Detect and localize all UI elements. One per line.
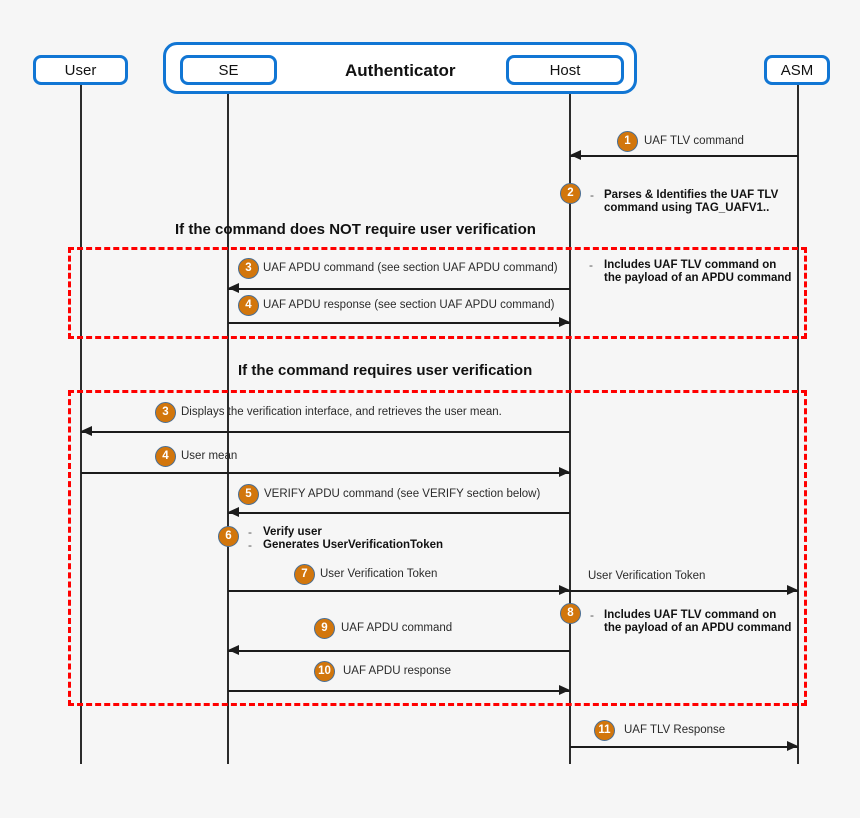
note-2-line-1: Parses & Identifies the UAF TLV xyxy=(604,189,779,201)
arrow-head-4 xyxy=(559,317,570,327)
note-dash-2: - xyxy=(590,188,594,202)
message-label-7b: User Verification Token xyxy=(588,570,706,582)
message-label-5: VERIFY APDU command (see VERIFY section … xyxy=(264,488,541,500)
message-badge-1: 1 xyxy=(617,131,638,152)
participant-asm-label: ASM xyxy=(780,61,814,79)
note-dash-no-uv: - xyxy=(589,258,593,272)
message-line-5 xyxy=(228,512,570,514)
section-header-uv: If the command requires user verificatio… xyxy=(238,362,533,379)
message-label-uv-3: Displays the verification interface, and… xyxy=(181,406,502,418)
message-line-11 xyxy=(570,746,798,748)
message-line-10 xyxy=(228,690,570,692)
message-label-1: UAF TLV command xyxy=(644,135,744,147)
note-2-line-2: command using TAG_UAFV1.. xyxy=(604,202,770,214)
participant-user[interactable]: User xyxy=(33,55,128,85)
participant-se-label: SE xyxy=(218,61,239,79)
message-badge-10: 10 xyxy=(314,661,335,682)
participant-user-label: User xyxy=(64,61,97,79)
note-8-line-2: the payload of an APDU command xyxy=(604,622,792,634)
authenticator-group-label: Authenticator xyxy=(345,61,456,80)
message-line-7b xyxy=(570,590,798,592)
arrow-head-11 xyxy=(787,741,798,751)
note-6-line-1: Verify user xyxy=(263,526,322,538)
arrow-head-10 xyxy=(559,685,570,695)
arrow-head-uv-4 xyxy=(559,467,570,477)
message-label-10: UAF APDU response xyxy=(343,665,452,677)
lifeline-user xyxy=(80,84,82,764)
note-dash-6a: - xyxy=(248,525,252,539)
message-line-uv-4 xyxy=(81,472,570,474)
participant-host[interactable]: Host xyxy=(506,55,624,85)
lifeline-asm xyxy=(797,84,799,764)
lifeline-host xyxy=(569,84,571,764)
arrow-head-5 xyxy=(228,507,239,517)
note-badge-6: 6 xyxy=(218,526,239,547)
participant-host-label: Host xyxy=(549,61,581,79)
note-no-uv-line-2: the payload of an APDU command xyxy=(604,272,792,284)
message-badge-11: 11 xyxy=(594,720,615,741)
message-badge-uv-3: 3 xyxy=(155,402,176,423)
message-label-11: UAF TLV Response xyxy=(624,724,726,736)
arrow-head-7 xyxy=(559,585,570,595)
arrow-head-7b xyxy=(787,585,798,595)
fragment-no-user-verification xyxy=(68,247,807,339)
message-line-1 xyxy=(570,155,798,157)
fragment-user-verification xyxy=(68,390,807,706)
participant-asm[interactable]: ASM xyxy=(764,55,830,85)
message-line-3 xyxy=(228,288,570,290)
message-badge-5: 5 xyxy=(238,484,259,505)
note-badge-2: 2 xyxy=(560,183,581,204)
message-badge-3: 3 xyxy=(238,258,259,279)
message-badge-7: 7 xyxy=(294,564,315,585)
section-header-no-uv: If the command does NOT require user ver… xyxy=(175,221,536,238)
message-label-4: UAF APDU response (see section UAF APDU … xyxy=(263,299,555,311)
message-line-9 xyxy=(228,650,570,652)
message-label-3: UAF APDU command (see section UAF APDU c… xyxy=(263,262,558,274)
note-no-uv-line-1: Includes UAF TLV command on xyxy=(604,259,777,271)
message-badge-9: 9 xyxy=(314,618,335,639)
message-line-uv-3 xyxy=(81,431,570,433)
message-label-9: UAF APDU command xyxy=(341,622,453,634)
note-badge-8: 8 xyxy=(560,603,581,624)
arrow-head-3 xyxy=(228,283,239,293)
arrow-head-9 xyxy=(228,645,239,655)
note-dash-6b: - xyxy=(248,538,252,552)
message-label-7: User Verification Token xyxy=(320,568,438,580)
participant-se[interactable]: SE xyxy=(180,55,277,85)
message-line-4 xyxy=(228,322,570,324)
note-8-line-1: Includes UAF TLV command on xyxy=(604,609,777,621)
arrow-head-1 xyxy=(570,150,581,160)
arrow-head-uv-3 xyxy=(81,426,92,436)
message-line-7 xyxy=(228,590,570,592)
message-badge-uv-4: 4 xyxy=(155,446,176,467)
message-badge-4: 4 xyxy=(238,295,259,316)
note-6-line-2: Generates UserVerificationToken xyxy=(263,539,444,551)
note-dash-8: - xyxy=(590,608,594,622)
lifeline-se xyxy=(227,84,229,764)
message-label-uv-4: User mean xyxy=(181,450,238,462)
